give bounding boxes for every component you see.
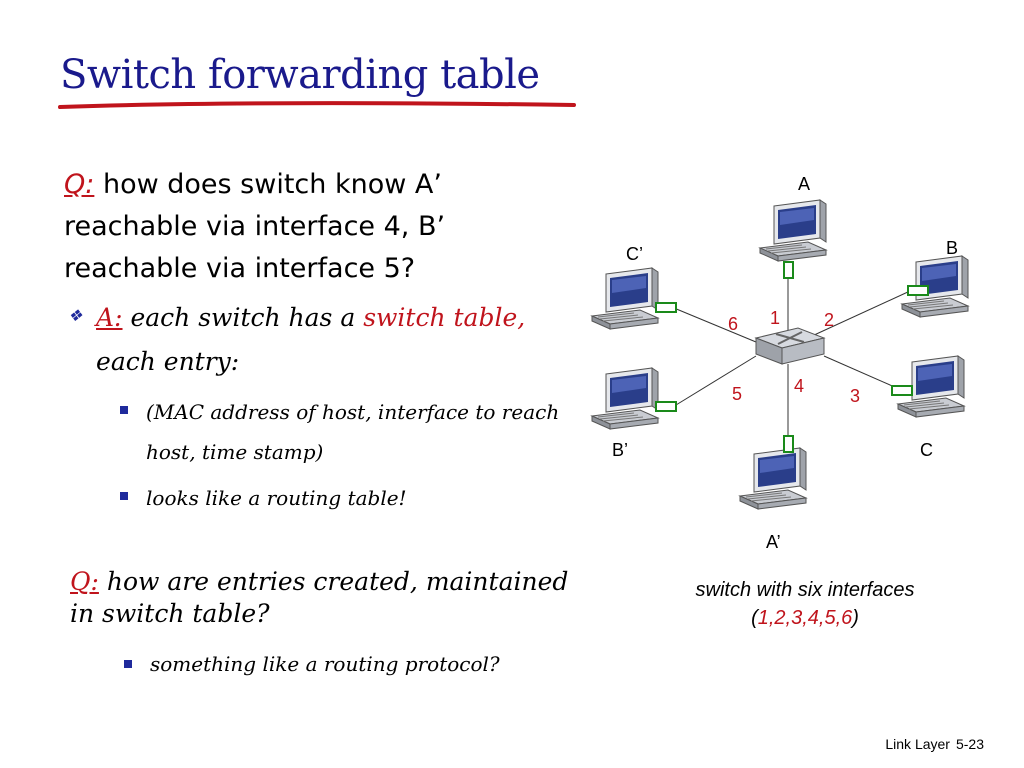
caption-interfaces: 1,2,3,4,5,6	[757, 607, 853, 629]
host-label-b: B	[946, 238, 958, 258]
host-c-prime-computer: C’	[591, 244, 677, 330]
host-a-prime-computer: A’	[739, 435, 807, 552]
host-label-c-prime: C’	[626, 244, 643, 264]
answer-bullet: ❖ A: each switch has a switch table, eac…	[68, 296, 548, 384]
host-c-port	[891, 385, 913, 396]
network-diagram: A B C’ B’ C A’ 1 2 3 4 5 6	[591, 174, 969, 552]
host-b-port	[907, 285, 929, 296]
cables	[673, 277, 911, 437]
diagram-caption: switch with six interfaces (1,2,3,4,5,6)	[640, 576, 970, 632]
answer-label: A:	[96, 303, 123, 332]
host-b-prime-computer: B’	[591, 367, 677, 460]
desktop-computer-icon	[759, 199, 827, 262]
host-a-prime-port	[783, 435, 794, 453]
desktop-computer-icon	[739, 447, 807, 510]
answer-text: A: each switch has a switch table, each …	[96, 296, 548, 384]
interface-5-label: 5	[732, 384, 742, 404]
question-2-point-text: something like a routing protocol?	[150, 652, 500, 676]
footer-label: Link Layer	[885, 736, 950, 752]
host-label-c: C	[920, 440, 933, 460]
ethernet-switch-icon	[754, 327, 826, 365]
host-label-b-prime: B’	[612, 440, 628, 460]
question-1-label: Q:	[64, 169, 95, 200]
host-a-computer: A	[759, 174, 827, 279]
answer-text-before: each switch has a	[130, 303, 356, 332]
interface-labels: 1 2 3 4 5 6	[728, 308, 860, 406]
interface-3-label: 3	[850, 386, 860, 406]
question-2-label: Q:	[70, 567, 99, 596]
answer-text-after: each entry:	[96, 347, 240, 376]
desktop-computer-icon	[591, 367, 659, 430]
caption-line-2: (1,2,3,4,5,6)	[640, 604, 970, 632]
host-c-prime-port	[655, 302, 677, 313]
interface-1-label: 1	[770, 308, 780, 328]
caption-line-1: switch with six interfaces	[695, 579, 915, 601]
square-bullet-icon	[124, 660, 132, 668]
answer-point-text: looks like a routing table!	[146, 486, 407, 510]
caption-close-paren: )	[852, 607, 859, 629]
square-bullet-icon	[120, 406, 128, 414]
title-underline	[58, 101, 576, 109]
question-1-text: how does switch know A’ reachable via in…	[64, 169, 446, 284]
interface-4-label: 4	[794, 376, 804, 396]
interface-2-label: 2	[824, 310, 834, 330]
host-b-computer: B	[901, 238, 969, 318]
question-2-text: how are entries created, maintained in s…	[70, 567, 569, 628]
footer-page-number: 5-23	[955, 736, 984, 752]
question-2-point: something like a routing protocol?	[124, 646, 604, 682]
host-b-prime-port	[655, 401, 677, 412]
slide-footer: Link Layer 5-23	[885, 736, 984, 752]
slide-title: Switch forwarding table	[60, 52, 540, 98]
answer-point-2: looks like a routing table!	[120, 478, 580, 518]
question-1: Q: how does switch know A’ reachable via…	[64, 164, 554, 290]
host-a-port	[783, 261, 794, 279]
answer-highlight: switch table,	[363, 303, 526, 332]
desktop-computer-icon	[591, 267, 659, 330]
diamond-bullet-icon: ❖	[68, 306, 83, 325]
answer-point-1: (MAC address of host, interface to reach…	[120, 392, 580, 472]
host-c-computer: C	[891, 355, 965, 460]
caption-open-paren: (	[751, 607, 758, 629]
host-label-a-prime: A’	[766, 532, 781, 552]
host-label-a: A	[798, 174, 810, 194]
answer-point-text: (MAC address of host, interface to reach…	[146, 400, 560, 464]
question-2: Q: how are entries created, maintained i…	[70, 566, 590, 630]
interface-6-label: 6	[728, 314, 738, 334]
square-bullet-icon	[120, 492, 128, 500]
